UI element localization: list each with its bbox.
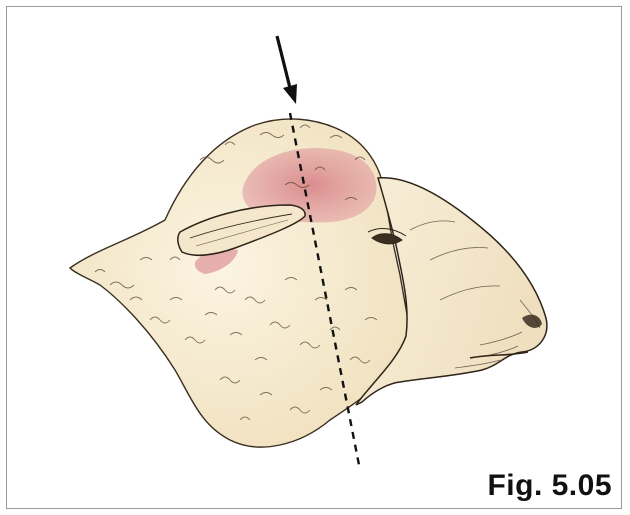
down-arrow-icon [277,36,297,104]
figure-label: Fig. 5.05 [487,469,612,503]
